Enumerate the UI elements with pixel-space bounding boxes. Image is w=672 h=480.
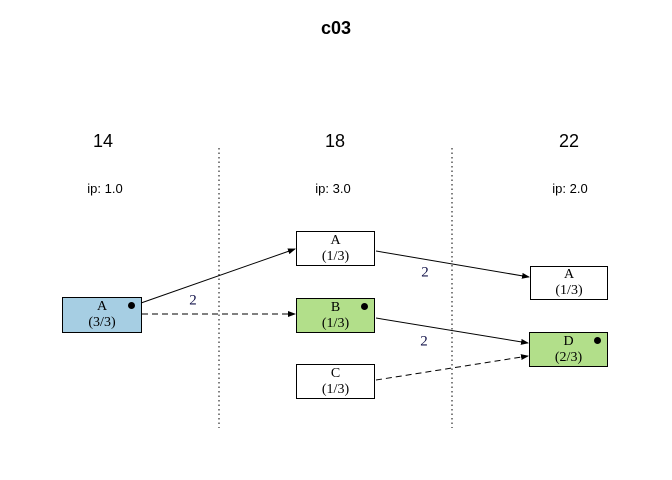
node-a14: A (3/3) xyxy=(62,297,142,333)
sample-dot-icon xyxy=(594,337,601,344)
node-a22: A (1/3) xyxy=(530,266,608,300)
node-fraction: (3/3) xyxy=(88,315,116,330)
edge-c18-d22 xyxy=(375,354,529,381)
node-a18: A (1/3) xyxy=(296,231,375,266)
edge-a18-a22 xyxy=(375,250,530,279)
node-c18: C (1/3) xyxy=(296,364,375,399)
node-fraction: (1/3) xyxy=(321,315,350,331)
edge-b18-d22 xyxy=(375,317,529,345)
node-label: A xyxy=(330,232,341,248)
node-label: A xyxy=(96,299,108,314)
edge-weight-label: 2 xyxy=(189,292,197,309)
edge-weight-label: 2 xyxy=(421,264,429,281)
node-label: A xyxy=(563,267,575,282)
node-fraction: (1/3) xyxy=(321,248,350,264)
sample-dot-icon xyxy=(361,303,368,310)
ip-label-14: ip: 1.0 xyxy=(87,181,123,196)
node-d22: D (2/3) xyxy=(529,332,608,367)
node-label: B xyxy=(330,299,341,315)
node-fraction: (1/3) xyxy=(321,381,350,397)
ip-label-18: ip: 3.0 xyxy=(315,181,351,196)
node-label: C xyxy=(330,365,341,381)
sample-dot-icon xyxy=(128,302,135,309)
node-fraction: (1/3) xyxy=(555,283,583,298)
ip-label-22: ip: 2.0 xyxy=(552,181,588,196)
timepoint-label-18: 18 xyxy=(324,131,346,151)
node-fraction: (2/3) xyxy=(554,349,583,365)
edge-a14-a18 xyxy=(140,248,296,304)
node-label: D xyxy=(563,333,574,349)
node-b18: B (1/3) xyxy=(296,298,375,333)
edge-weight-label: 2 xyxy=(420,333,428,350)
page-title: c03 xyxy=(320,18,352,38)
timepoint-label-14: 14 xyxy=(92,131,114,151)
timepoint-label-22: 22 xyxy=(558,131,580,151)
